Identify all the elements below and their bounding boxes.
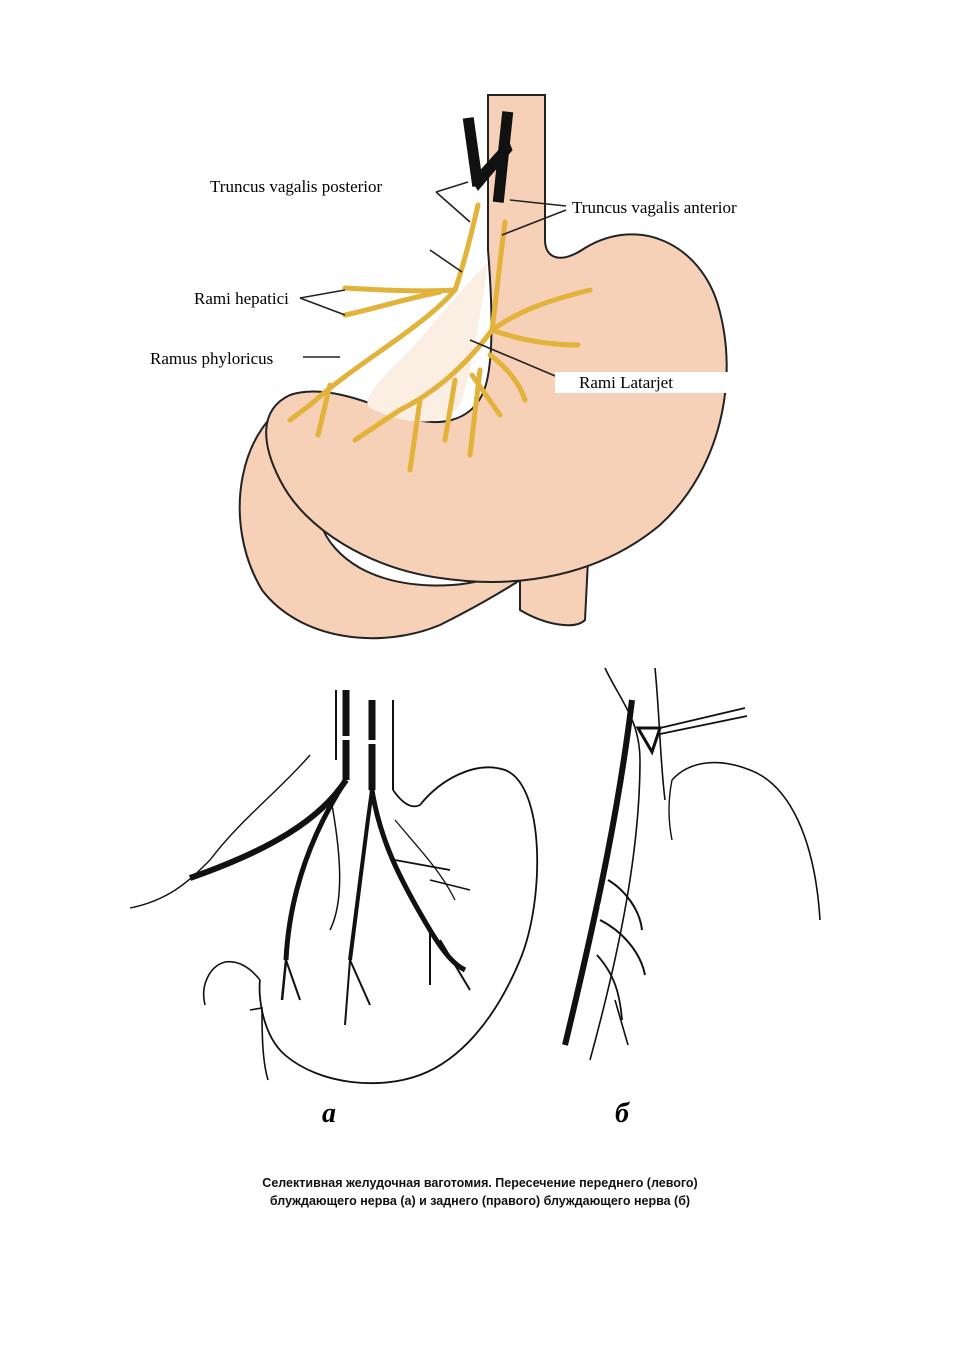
figure-letter-a: а [322,1098,336,1129]
label-truncus-vagalis-anterior: Truncus vagalis anterior [572,198,737,217]
stomach-outline-a [258,766,539,1085]
clamp [635,726,663,756]
diagram-a [129,690,539,1085]
nerve-branches [287,202,593,473]
leader-lines [299,181,567,379]
label-ramus-phyloricus: Ramus phyloricus [150,349,274,368]
diagram-b [562,667,821,1061]
caption: Селективная желудочная ваготомия. Пересе… [200,1174,760,1210]
label-truncus-vagalis-posterior: Truncus vagalis posterior [210,177,383,196]
caption-line-1: Селективная желудочная ваготомия. Пересе… [262,1176,698,1190]
stomach-illustration [238,94,728,640]
vagal-trunks-dark [462,111,514,203]
label-rami-hepatici: Rami hepatici [194,289,289,308]
figure-letter-b: б [615,1098,629,1129]
label-rami-latarjet: Rami Latarjet [555,372,729,393]
caption-line-2: блуждающего нерва (а) и заднего (правого… [269,1194,691,1208]
lesser-curvature-area [367,262,488,422]
stomach-outline-b [671,761,821,921]
